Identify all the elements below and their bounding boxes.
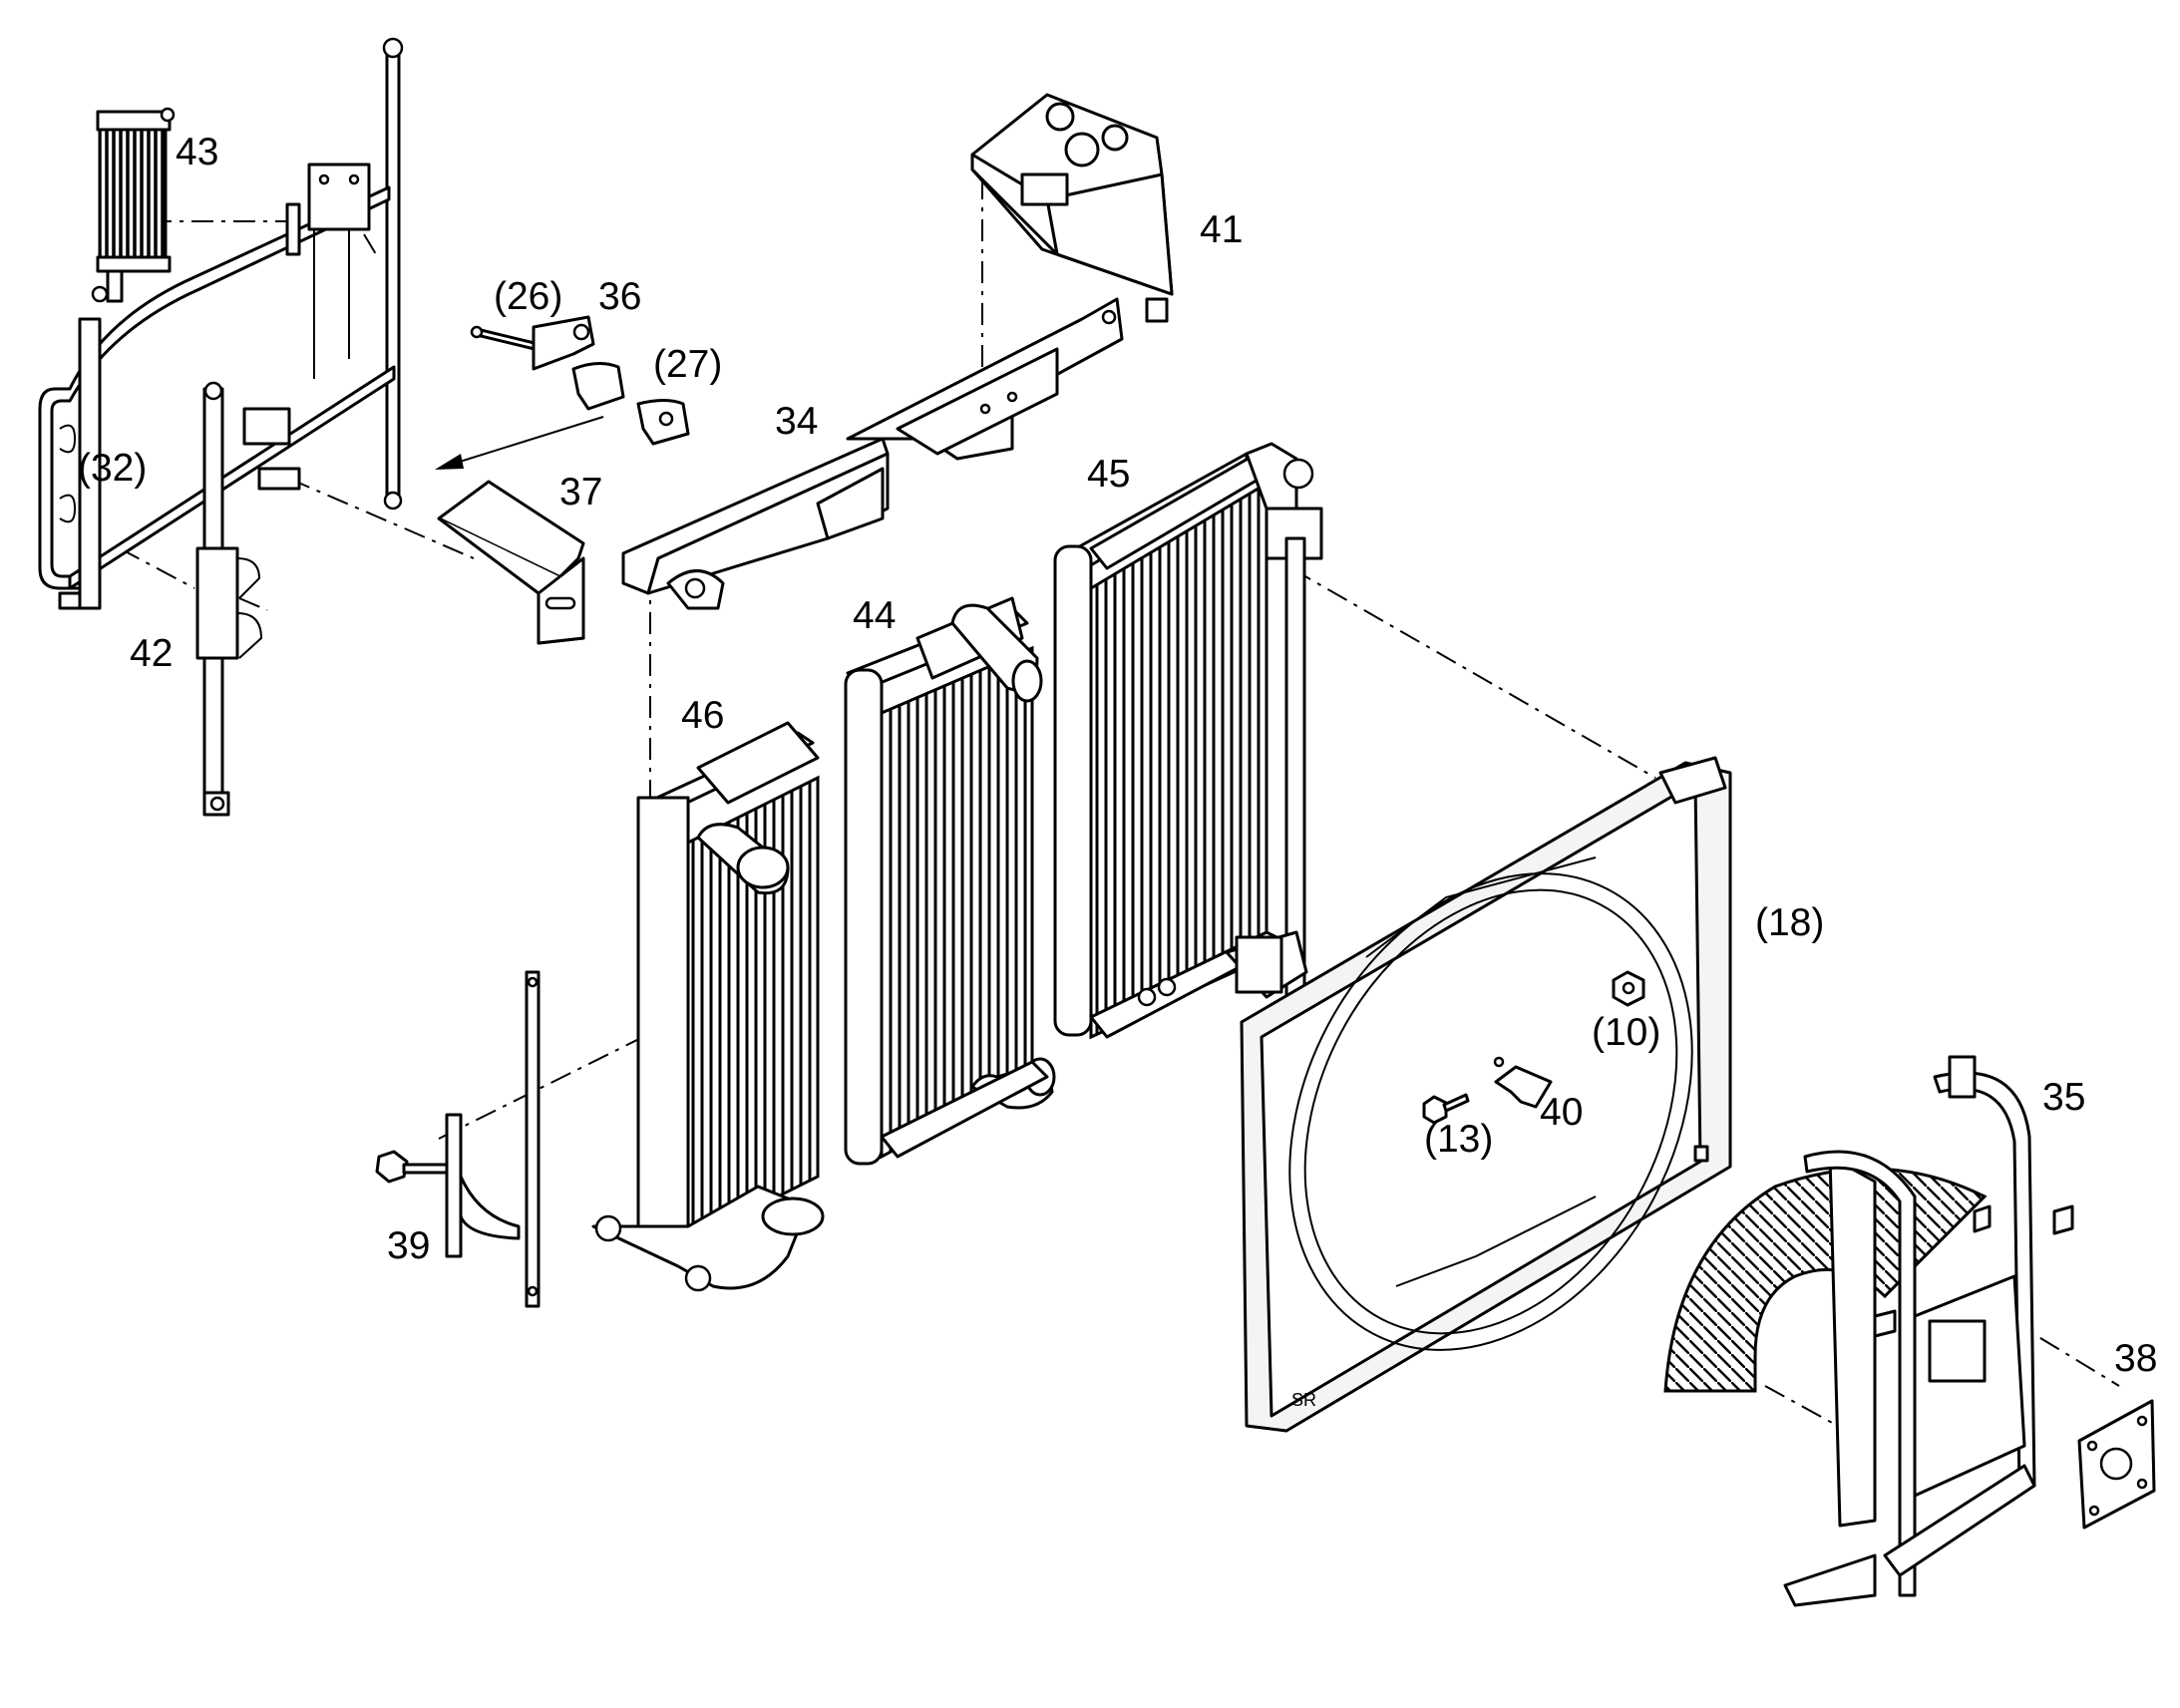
cooler-44 [844,596,1056,1166]
radiator-45 [1053,442,1323,1059]
mounting-plate-38 [2077,1399,2156,1530]
cover-37 [437,480,585,645]
callout-18: (18) [1755,901,1824,944]
intercooler-46 [591,721,825,1292]
support-bracket-34 [621,297,1124,610]
callout-42: 42 [130,632,173,675]
callout-36: 36 [598,275,641,318]
callout-26: (26) [494,275,562,318]
callout-40: 40 [1540,1091,1583,1134]
oil-cooler-43 [91,107,176,303]
callout-41: 41 [1200,208,1243,251]
callout-32: (32) [78,447,147,490]
callout-38: 38 [2114,1337,2157,1380]
callout-46: 46 [681,694,724,737]
svg-text:SR: SR [1291,1390,1316,1410]
fan-shroud-18: SR [1240,756,1732,1433]
fan-guard-35 [1663,1055,2074,1607]
clamp-set-26-36-27 [470,315,690,446]
callout-34: 34 [775,400,818,443]
callout-labels: 43 41 (26) 36 (27) 34 (32) 37 45 44 42 4… [78,131,2157,1380]
callout-27: (27) [653,343,722,386]
callout-35: 35 [2042,1076,2085,1119]
callout-13: (13) [1424,1118,1493,1161]
expansion-tank-41 [970,93,1174,323]
callout-39: 39 [387,1224,430,1267]
callout-44: 44 [853,594,896,637]
pointer-arrow [435,416,604,470]
callout-10: (10) [1592,1011,1660,1054]
fasteners-10-13-40 [1422,970,1645,1125]
bracket-42 [195,381,263,817]
callout-37: 37 [559,471,602,513]
callout-45: 45 [1087,453,1130,496]
bracket-39 [375,970,541,1308]
callout-43: 43 [176,131,218,173]
mounting-frame-32 [38,37,404,610]
